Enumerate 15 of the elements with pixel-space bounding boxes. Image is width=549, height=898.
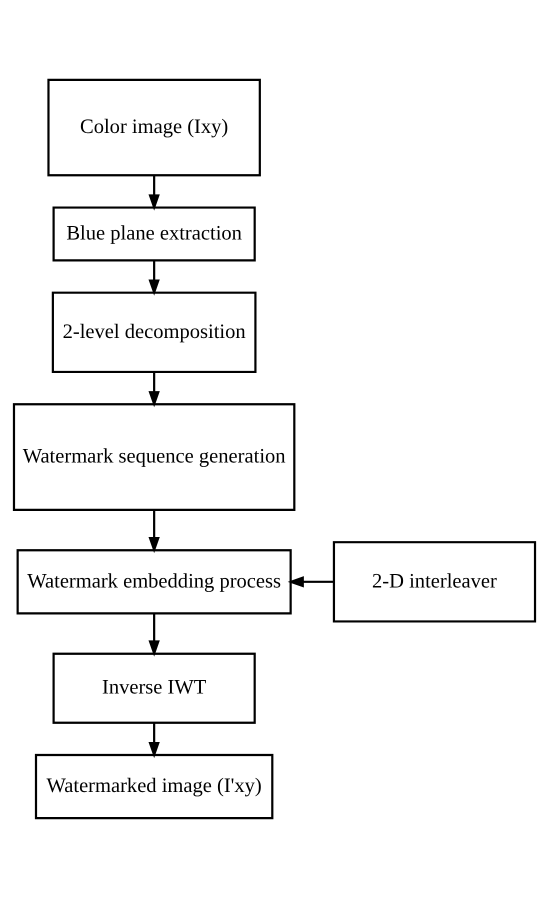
arrow [148,175,160,211]
node-box: Color image (Ixy) [47,78,261,176]
node-box: 2-level decomposition [52,292,257,374]
arrow [148,260,160,296]
node-box: Inverse IWT [52,652,256,724]
node-box: Watermarked image (I'xy) [34,754,274,820]
arrow [148,372,160,408]
node-box: Watermark embedding process [16,549,292,614]
arrow [148,510,160,554]
node-box: 2-D interleaver [332,541,536,623]
arrow [148,723,160,758]
node-box: Watermark sequence generation [12,403,296,512]
node-box: Blue plane extraction [52,206,256,262]
arrow [148,614,160,657]
arrow [288,576,334,588]
